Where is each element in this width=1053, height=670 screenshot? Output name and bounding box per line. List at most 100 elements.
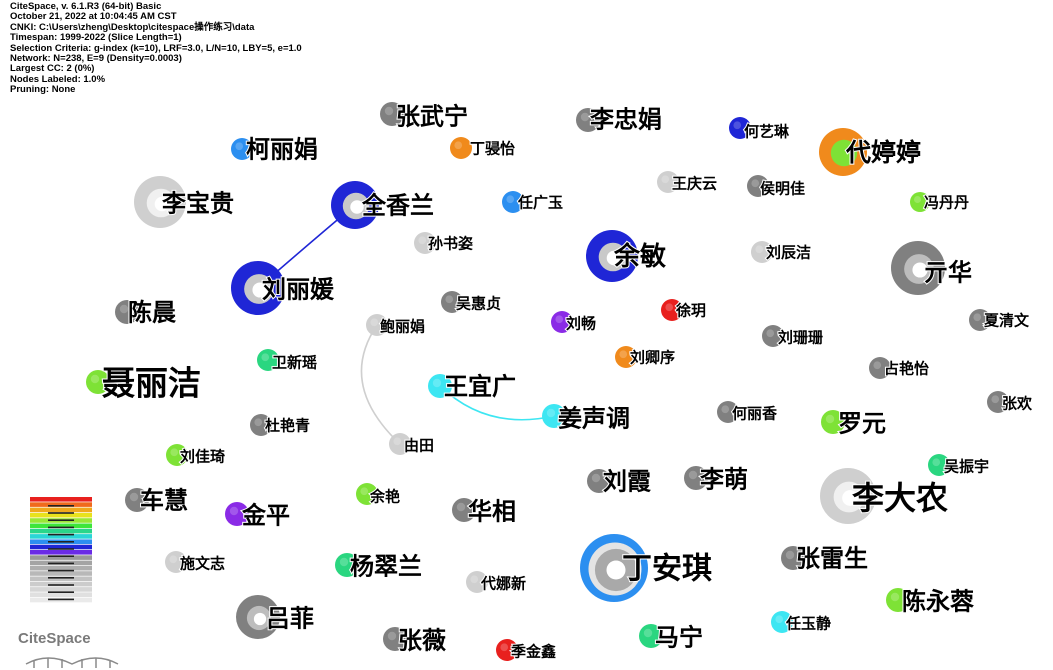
author-node[interactable] (257, 349, 279, 371)
author-label: 刘霞 (603, 467, 652, 495)
author-node[interactable] (910, 192, 930, 212)
author-node[interactable] (236, 595, 280, 639)
author-node[interactable] (987, 391, 1009, 413)
legend-band (30, 523, 92, 529)
author-label: 李宝贵 (162, 189, 234, 217)
author-node[interactable] (729, 117, 751, 139)
author-node[interactable] (496, 639, 518, 661)
author-label: 李萌 (700, 465, 748, 493)
author-label: 陈永蓉 (902, 587, 974, 615)
author-node[interactable] (657, 171, 679, 193)
author-node[interactable] (781, 546, 805, 570)
author-label: 柯丽娟 (246, 135, 318, 163)
author-label: 金平 (241, 501, 290, 529)
info-line: CiteSpace, v. 6.1.R3 (64-bit) Basic (10, 1, 162, 12)
author-node[interactable] (969, 309, 991, 331)
author-node[interactable] (331, 181, 379, 229)
author-node[interactable] (771, 611, 793, 633)
legend-band (30, 497, 92, 502)
author-label: 杜艳青 (265, 416, 310, 434)
author-node[interactable] (542, 404, 566, 428)
legend-tick (48, 562, 74, 565)
author-node[interactable] (551, 311, 573, 333)
author-node[interactable] (751, 241, 773, 263)
author-node[interactable] (639, 624, 663, 648)
author-node[interactable] (586, 230, 638, 282)
author-label: 任广玉 (517, 193, 563, 211)
author-label: 侯明佳 (760, 179, 805, 197)
author-label: 刘佳琦 (180, 447, 225, 465)
author-node[interactable] (134, 176, 186, 228)
author-node[interactable] (414, 232, 436, 254)
author-node[interactable] (389, 433, 411, 455)
author-node[interactable] (452, 498, 476, 522)
author-node[interactable] (231, 261, 285, 315)
author-node[interactable] (166, 444, 188, 466)
author-node[interactable] (450, 137, 472, 159)
author-node[interactable] (335, 553, 359, 577)
author-node[interactable] (821, 410, 845, 434)
author-node[interactable] (466, 571, 488, 593)
author-node[interactable] (125, 488, 149, 512)
info-line: Pruning: None (10, 84, 76, 96)
author-node[interactable] (366, 314, 388, 336)
legend-tick (48, 533, 74, 536)
author-node[interactable] (587, 469, 611, 493)
author-node[interactable] (886, 588, 910, 612)
author-label: 陈晨 (128, 298, 177, 326)
author-label: 夏清文 (983, 311, 1030, 329)
author-node[interactable] (717, 401, 739, 423)
author-node[interactable] (661, 299, 683, 321)
coauthor-link (360, 324, 401, 445)
legend-tick (48, 512, 74, 514)
author-node[interactable] (762, 325, 784, 347)
author-label: 全香兰 (361, 191, 434, 219)
info-line: October 21, 2022 at 10:04:45 AM CST (10, 11, 177, 23)
author-node[interactable] (820, 468, 876, 524)
legend-band (30, 587, 92, 592)
legend-tick (48, 569, 74, 572)
author-node[interactable] (115, 300, 139, 324)
author-label: 姜声调 (558, 404, 630, 432)
author-label: 刘珊珊 (778, 328, 823, 346)
author-label: 丁安琪 (622, 552, 712, 587)
legend-tick (48, 591, 74, 593)
logo-text: CiteSpace (18, 630, 91, 647)
author-node[interactable] (580, 534, 648, 602)
author-label: 华相 (468, 497, 516, 525)
author-label: 季金鑫 (511, 642, 556, 660)
legend-tick (48, 526, 74, 529)
author-node[interactable] (86, 370, 110, 394)
legend-band (30, 550, 92, 555)
author-node[interactable] (684, 466, 708, 490)
author-node[interactable] (819, 128, 867, 176)
legend-band (30, 544, 92, 550)
info-line: CNKI: C:\Users\zheng\Desktop\citespace操作… (10, 21, 255, 33)
author-node[interactable] (165, 551, 187, 573)
legend-band (30, 534, 92, 539)
legend-tick (48, 598, 74, 601)
legend-tick (48, 584, 74, 586)
author-node[interactable] (502, 191, 524, 213)
author-node[interactable] (615, 346, 637, 368)
author-node[interactable] (231, 138, 253, 160)
author-node[interactable] (928, 454, 950, 476)
legend-band (30, 576, 92, 582)
author-node[interactable] (428, 374, 452, 398)
info-line: Network: N=238, E=9 (Density=0.0003) (10, 53, 182, 65)
info-line: Selection Criteria: g-index (k=10), LRF=… (10, 42, 302, 54)
author-label: 聂丽洁 (102, 364, 201, 403)
author-node[interactable] (747, 175, 769, 197)
author-node[interactable] (380, 102, 404, 126)
legend-tick (48, 577, 74, 579)
author-node[interactable] (383, 627, 407, 651)
info-line: Largest CC: 2 (0%) (10, 63, 95, 75)
author-node[interactable] (250, 414, 272, 436)
author-node[interactable] (891, 241, 945, 295)
author-node[interactable] (356, 483, 378, 505)
author-node[interactable] (576, 108, 600, 132)
author-node[interactable] (441, 291, 463, 313)
author-node[interactable] (869, 357, 891, 379)
author-node[interactable] (225, 502, 249, 526)
